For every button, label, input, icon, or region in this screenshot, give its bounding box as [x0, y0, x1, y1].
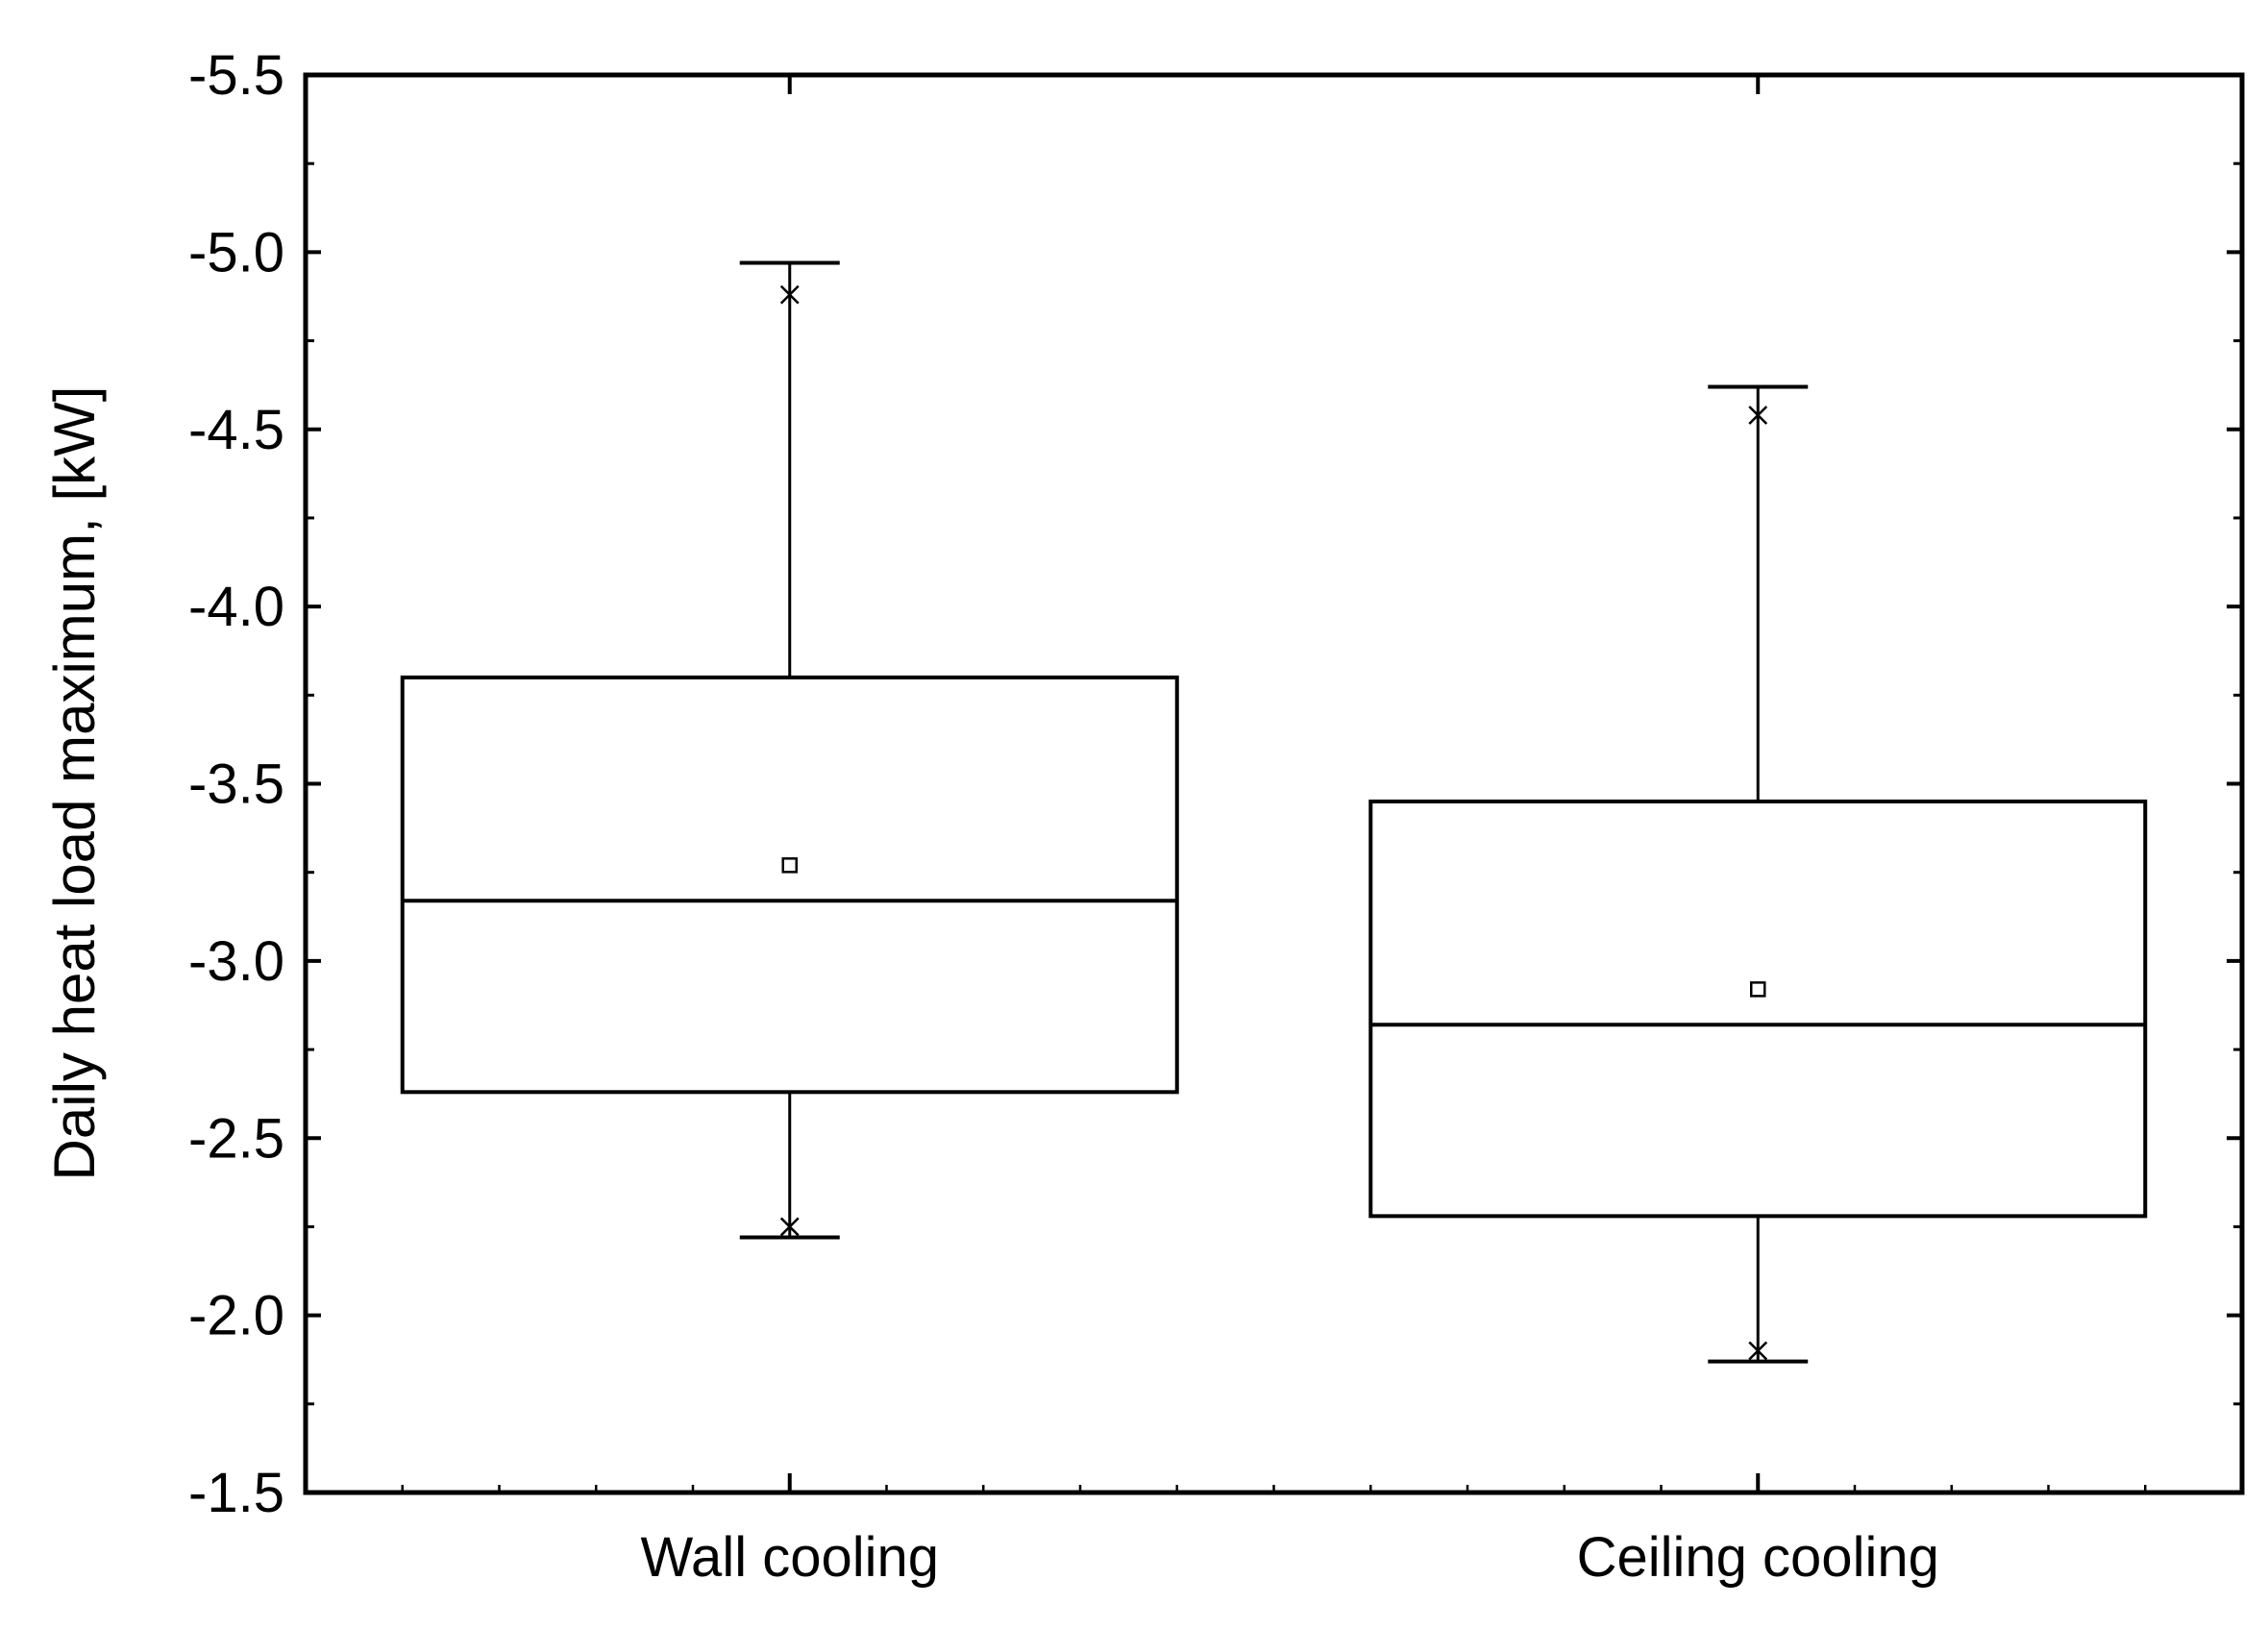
y-tick-label: -5.0	[188, 221, 284, 284]
y-axis-title: Daily heat load maximum, [kW]	[42, 386, 107, 1181]
y-tick-label: -5.5	[188, 44, 284, 107]
min-marker	[1748, 1341, 1768, 1361]
y-tick-marks	[306, 73, 2242, 1494]
plot-frame	[303, 72, 2245, 1495]
x-tick-marks	[401, 75, 2147, 1493]
x-category-label: Ceiling cooling	[1577, 1526, 1939, 1589]
max-marker	[1748, 406, 1768, 425]
boxes	[400, 260, 2148, 1364]
y-tick-label: -2.5	[188, 1107, 284, 1170]
y-tick-label: -3.0	[188, 930, 284, 993]
y-tick-label: -4.0	[188, 576, 284, 638]
iqr-box	[1368, 799, 2148, 1219]
y-tick-label: -4.5	[188, 399, 284, 461]
mean-marker	[1750, 981, 1766, 998]
max-marker	[779, 284, 800, 305]
box-wall-cooling	[400, 260, 1179, 1240]
y-tick-label: -3.5	[188, 753, 284, 816]
y-tick-labels: -5.5 -5.0 -4.5 -4.0 -3.5 -3.0 -2.5 -2.0 -1.5	[188, 44, 284, 1524]
iqr-box	[400, 675, 1179, 1095]
box-ceiling-cooling	[1368, 384, 2148, 1364]
y-tick-label: -2.0	[188, 1285, 284, 1347]
y-tick-label: -1.5	[188, 1462, 284, 1524]
mean-marker	[781, 857, 798, 874]
x-category-label: Wall cooling	[640, 1526, 939, 1589]
x-tick-labels: Wall cooling Ceiling cooling	[640, 1526, 1938, 1589]
min-marker	[779, 1217, 800, 1237]
